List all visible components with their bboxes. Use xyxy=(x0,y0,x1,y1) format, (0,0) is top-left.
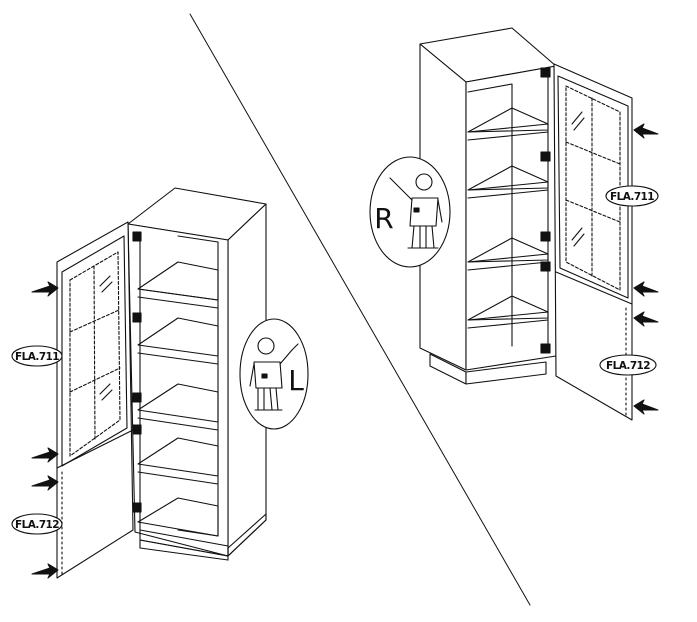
left-installer-badge xyxy=(239,318,309,430)
arrow-icon xyxy=(31,475,59,491)
right-side-letter: R xyxy=(374,202,393,235)
arrow-icon xyxy=(31,447,59,463)
right-shelves xyxy=(467,107,549,329)
right-hinges xyxy=(540,67,551,354)
left-cabinet xyxy=(127,187,267,561)
right-cabinet xyxy=(419,27,557,385)
left-arrows xyxy=(31,281,59,579)
right-door xyxy=(553,63,633,421)
arrow-icon xyxy=(31,281,59,297)
divider-line xyxy=(189,13,531,606)
arrow-icon xyxy=(633,123,659,139)
left-part-tag-711 xyxy=(11,345,63,367)
left-side-letter: L xyxy=(288,364,304,397)
left-shelves xyxy=(137,261,219,537)
left-part-tag-712 xyxy=(11,513,63,535)
right-part-tag-712 xyxy=(599,354,657,376)
arrow-icon xyxy=(633,399,659,415)
installer-figure-icon xyxy=(389,173,443,249)
right-tag-711-label: FLA.711 xyxy=(610,191,654,203)
left-hinges xyxy=(132,231,142,513)
arrow-icon xyxy=(31,563,59,579)
arrow-icon xyxy=(633,281,659,297)
left-tag-711-label: FLA.711 xyxy=(15,351,59,363)
right-tag-712-label: FLA.712 xyxy=(606,360,650,372)
right-part-tag-711 xyxy=(605,185,659,207)
installer-figure-icon xyxy=(249,337,299,411)
left-tag-712-label: FLA.712 xyxy=(15,519,59,531)
right-arrows xyxy=(633,123,659,415)
right-installer-badge xyxy=(369,156,451,268)
left-door xyxy=(56,221,134,579)
arrow-icon xyxy=(633,311,659,327)
